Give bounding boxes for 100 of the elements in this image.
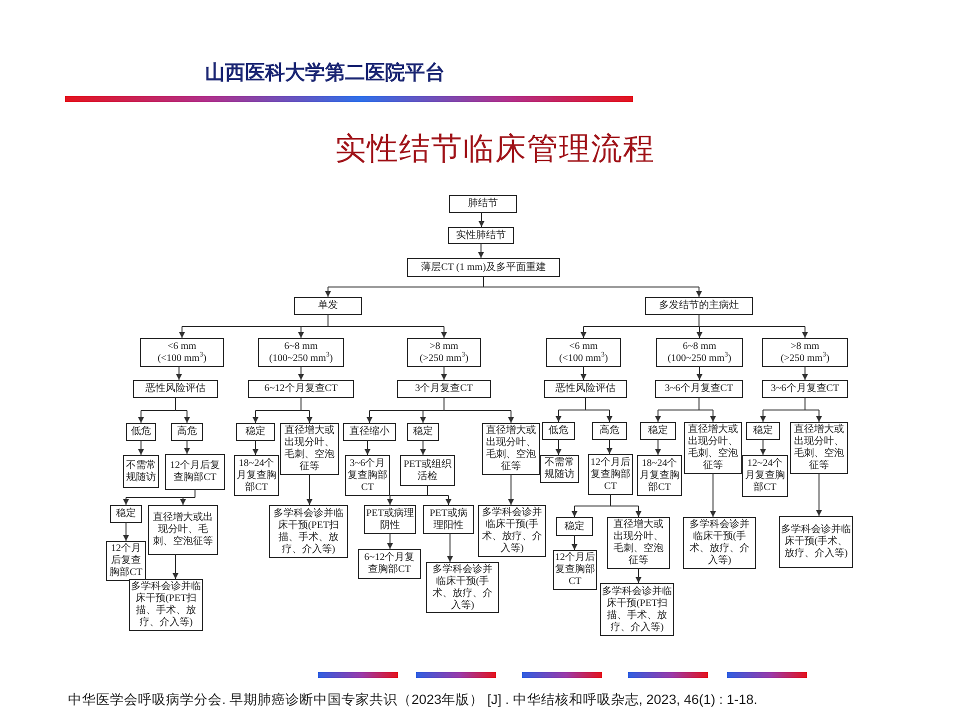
process-box: 18~24个月复查胸部CT xyxy=(637,455,682,496)
process-box: 低危 xyxy=(126,423,156,441)
connector-line xyxy=(658,398,714,410)
connector-line xyxy=(583,314,806,327)
arrow xyxy=(580,366,586,380)
arrow xyxy=(710,410,716,422)
arrow xyxy=(387,534,393,550)
connector-line xyxy=(369,398,512,411)
process-box: 直径增大或出现分叶、毛刺、空泡征等 xyxy=(790,422,848,474)
process-box: 12~24个月复查胸部CT xyxy=(742,455,788,497)
arrow xyxy=(636,568,642,584)
process-box: 3~6个月复查CT xyxy=(655,380,743,398)
process-box: 肺结节 xyxy=(449,195,517,213)
arrow xyxy=(760,410,766,422)
process-box: 单发 xyxy=(294,297,362,315)
process-box: 稳定 xyxy=(556,517,593,536)
process-box: 直径增大或出现分叶、毛刺、空泡征等 xyxy=(607,517,670,569)
arrow xyxy=(252,440,258,456)
process-box: 稳定 xyxy=(110,505,142,523)
process-box: 多学科会诊并临床干预(手术、放疗、介入等) xyxy=(478,505,546,557)
connector-line xyxy=(328,276,700,288)
connector-line xyxy=(126,490,196,498)
process-box: PET或病理阳性 xyxy=(423,505,474,534)
arrow xyxy=(123,522,129,542)
arrow xyxy=(508,474,514,506)
arrow xyxy=(655,440,661,456)
arrow xyxy=(179,326,185,338)
arrow xyxy=(172,554,178,580)
process-box: >8 mm (>250 mm$^{3}$) xyxy=(407,338,481,367)
process-box: 低危 xyxy=(542,422,575,440)
process-box: 不需常规随访 xyxy=(123,455,159,488)
process-box: 多学科会诊并临床干预(PET扫描、手术、放疗、介入等) xyxy=(600,583,674,636)
process-box: 恶性风险评估 xyxy=(544,380,627,398)
process-box: 6~12个月复查胸部CT xyxy=(358,549,421,579)
title: 实性结节临床管理流程 xyxy=(335,130,655,168)
process-box: 12个月后复查胸部CT xyxy=(106,541,146,581)
process-box: 18~24个月复查胸部CT xyxy=(234,455,279,496)
arrow xyxy=(556,410,562,422)
arrow xyxy=(123,497,129,506)
process-box: 6~8 mm (100~250 mm$^{3}$) xyxy=(656,338,743,367)
arrow xyxy=(366,410,372,424)
arrow xyxy=(580,326,586,338)
process-box: 实性肺结节 xyxy=(448,227,514,244)
arrow xyxy=(606,440,612,454)
connector-line xyxy=(762,398,820,410)
arrow xyxy=(816,474,822,516)
arrow xyxy=(446,495,452,506)
header-text: 山西医科大学第二医院平台 xyxy=(205,59,445,85)
process-box: 高危 xyxy=(171,423,203,441)
arrow xyxy=(696,326,702,338)
arrow xyxy=(606,410,612,422)
process-box: 多学科会诊并临床干预(PET扫描、手术、放疗、介入等) xyxy=(269,505,348,558)
process-box: 3个月复查CT xyxy=(397,380,491,398)
arrow xyxy=(447,534,453,562)
arrow xyxy=(760,440,766,456)
arrow xyxy=(441,366,447,380)
process-box: 12个月后复查胸部CT xyxy=(588,454,633,495)
process-box: 6~12个月复查CT xyxy=(248,380,354,398)
arrow xyxy=(298,366,304,380)
process-box: 薄层CT (1 mm)及多平面重建 xyxy=(407,258,560,277)
arrow xyxy=(306,474,312,506)
arrow xyxy=(298,326,304,338)
process-box: 3~6个月复查CT xyxy=(762,380,848,398)
process-box: 直径增大或出现分叶、毛刺、空泡征等 xyxy=(148,505,218,555)
arrow xyxy=(816,410,822,422)
arrow xyxy=(636,506,642,518)
arrow xyxy=(802,326,808,338)
arrow xyxy=(138,440,144,456)
arrow xyxy=(387,495,393,506)
arrow xyxy=(710,474,716,518)
process-box: 直径增大或出现分叶、毛刺、空泡征等 xyxy=(280,423,339,475)
process-box: PET或组织活检 xyxy=(400,455,455,486)
process-box: 恶性风险评估 xyxy=(133,380,218,398)
process-box: 高危 xyxy=(592,422,627,440)
connector-line xyxy=(558,398,610,410)
process-box: 不需常规随访 xyxy=(540,455,579,483)
citation: 中华医学会呼吸病学分会. 早期肺癌诊断中国专家共识（2023年版） [J] . 中华结核和呼吸杂志, 2023, 46(1) : 1-18. xyxy=(68,691,758,709)
arrow xyxy=(508,410,514,424)
arrow xyxy=(420,410,426,424)
arrow xyxy=(556,440,562,456)
process-box: <6 mm (<100 mm$^{3}$) xyxy=(546,338,621,367)
arrow xyxy=(184,410,190,424)
arrow xyxy=(252,410,258,424)
process-box: 多学科会诊并临床干预(PET扫描、手术、放疗、介入等) xyxy=(129,579,203,631)
process-box: 稳定 xyxy=(407,423,439,441)
arrow xyxy=(572,536,578,550)
arrow xyxy=(478,212,484,228)
process-box: 稳定 xyxy=(236,423,275,441)
process-box: 6~8 mm (100~250 mm$^{3}$) xyxy=(258,338,344,367)
arrow xyxy=(180,497,186,506)
process-box: 直径增大或出现分叶、毛刺、空泡征等 xyxy=(684,422,742,474)
arrow xyxy=(420,440,426,456)
process-box: 多发结节的主病灶 xyxy=(645,297,753,315)
arrow xyxy=(478,244,484,258)
arrow xyxy=(572,506,578,518)
connector-line xyxy=(390,486,449,496)
arrow xyxy=(138,410,144,424)
connector-line xyxy=(255,398,310,411)
arrow xyxy=(364,440,370,456)
connector-line xyxy=(182,314,444,327)
